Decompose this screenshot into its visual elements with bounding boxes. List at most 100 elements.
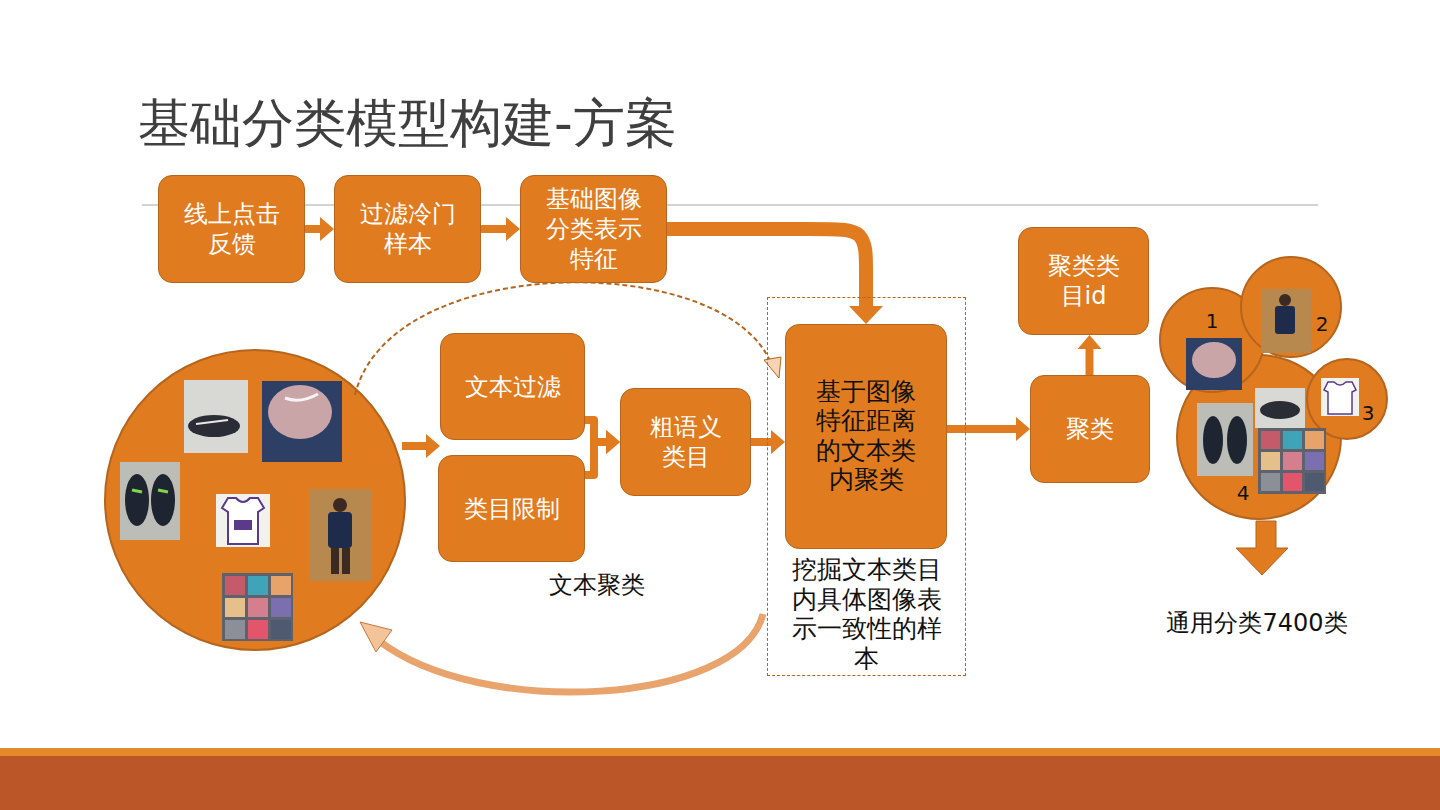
photo-tile bbox=[271, 598, 291, 617]
photo-bag bbox=[262, 381, 342, 462]
slide-title: 基础分类模型构建-方案 bbox=[138, 93, 677, 153]
photo-shoes bbox=[1203, 416, 1223, 464]
label-holder: 4 bbox=[1237, 481, 1250, 505]
node-text: 挖掘文本类目 内具体图像表 示一致性的样 本 bbox=[792, 555, 942, 675]
flow-arrow bbox=[1086, 349, 1094, 375]
process-box: 基于图像 特征距离 的文本类 内聚类 bbox=[785, 324, 947, 549]
photo-tile bbox=[1283, 452, 1302, 470]
photo-player bbox=[1261, 289, 1311, 353]
photo-player bbox=[342, 548, 350, 574]
process-box: 文本过滤 bbox=[440, 333, 585, 440]
photo-tile bbox=[1283, 431, 1302, 449]
photo-grid bbox=[225, 576, 291, 639]
node-text: 基于图像 特征距离 的文本类 内聚类 bbox=[816, 377, 916, 497]
process-box: 基础图像 分类表示 特征 bbox=[520, 175, 667, 283]
callout-number: 4 bbox=[1237, 481, 1250, 505]
title-holder: 基础分类模型构建-方案 bbox=[138, 92, 677, 154]
result-arrow bbox=[1236, 521, 1288, 575]
dashed-region: 挖掘文本类目 内具体图像表 示一致性的样 本基于图像 特征距离 的文本类 内聚类 bbox=[767, 297, 966, 676]
process-box: 聚类类 目id bbox=[1018, 227, 1149, 335]
photo-shoe bbox=[184, 380, 248, 453]
photo-shoe bbox=[188, 415, 240, 437]
label-holder: 3 bbox=[1362, 401, 1375, 425]
photo-player bbox=[1275, 306, 1295, 334]
photo-jersey bbox=[1324, 382, 1356, 414]
node-text: 基础图像 分类表示 特征 bbox=[546, 184, 642, 274]
flow-arrow bbox=[751, 438, 771, 446]
photo-tile bbox=[248, 576, 268, 595]
photo-shoes bbox=[132, 490, 168, 492]
flow-band bbox=[667, 229, 866, 306]
footer-band bbox=[0, 756, 1440, 810]
photo-bag bbox=[285, 394, 318, 400]
photo-grid bbox=[222, 573, 293, 641]
photo-shoes bbox=[151, 474, 175, 526]
photo-bag bbox=[268, 385, 332, 439]
node-text: 类目限制 bbox=[464, 494, 560, 524]
photo-jersey bbox=[222, 498, 264, 544]
node-text: 粗语义 类目 bbox=[650, 412, 722, 472]
photo-shoes bbox=[1227, 416, 1247, 464]
flow-arrow bbox=[585, 442, 606, 475]
photo-tile bbox=[225, 576, 245, 595]
callout-number: 1 bbox=[1206, 309, 1219, 333]
photo-player bbox=[328, 512, 352, 548]
photo-player bbox=[331, 548, 339, 574]
cluster-circle bbox=[1241, 257, 1341, 357]
sample-circle bbox=[105, 350, 405, 650]
flow-arrow bbox=[481, 225, 506, 233]
process-box: 线上点击 反馈 bbox=[158, 175, 305, 283]
photo-tile bbox=[271, 620, 291, 639]
photo-grid bbox=[1261, 431, 1324, 491]
label-holder: 文本聚类 bbox=[549, 569, 645, 601]
photo-tile bbox=[1261, 452, 1280, 470]
flow-arrow bbox=[305, 225, 320, 233]
photo-tile bbox=[248, 620, 268, 639]
photo-tile bbox=[1305, 431, 1324, 449]
photo-tile bbox=[225, 620, 245, 639]
photo-tile bbox=[271, 576, 291, 595]
photo-tile bbox=[248, 598, 268, 617]
process-box: 粗语义 类目 bbox=[620, 388, 751, 496]
process-box: 类目限制 bbox=[438, 455, 585, 562]
photo-shoe bbox=[1255, 388, 1305, 428]
label-holder: 2 bbox=[1316, 312, 1329, 336]
annotation: 通用分类7400类 bbox=[1166, 609, 1347, 637]
callout-number: 2 bbox=[1316, 312, 1329, 336]
input-arrowhead bbox=[426, 434, 440, 458]
photo-bag bbox=[1186, 338, 1242, 390]
photo-tile bbox=[1305, 473, 1324, 491]
photo-tile bbox=[1261, 473, 1280, 491]
photo-shoes bbox=[125, 474, 149, 526]
photo-bag bbox=[1192, 342, 1236, 378]
process-box: 过滤冷门 样本 bbox=[334, 175, 481, 283]
photo-shoe bbox=[196, 420, 228, 424]
photo-tile bbox=[1283, 473, 1302, 491]
node-text: 聚类类 目id bbox=[1048, 251, 1120, 311]
input-arrow bbox=[402, 442, 428, 450]
node-text: 线上点击 反馈 bbox=[184, 199, 280, 259]
process-box: 聚类 bbox=[1030, 375, 1150, 483]
photo-shoe bbox=[1260, 401, 1300, 419]
photo-jersey bbox=[1321, 378, 1359, 416]
return-arc bbox=[378, 614, 763, 692]
return-arrowhead bbox=[360, 622, 392, 652]
photo-tile bbox=[1261, 431, 1280, 449]
photo-player bbox=[309, 489, 371, 581]
callout-number: 3 bbox=[1362, 401, 1375, 425]
node-text: 文本过滤 bbox=[465, 372, 561, 402]
photo-tile bbox=[1305, 452, 1324, 470]
photo-player bbox=[1279, 294, 1291, 306]
photo-tile bbox=[225, 598, 245, 617]
photo-jersey bbox=[234, 520, 252, 530]
flow-arrow bbox=[947, 425, 1016, 433]
label-holder: 1 bbox=[1206, 309, 1219, 333]
photo-shoes bbox=[120, 462, 180, 540]
photo-player bbox=[333, 498, 347, 512]
photo-jersey bbox=[216, 494, 270, 547]
photo-shoes bbox=[1197, 403, 1253, 476]
cluster-circle bbox=[1307, 359, 1387, 439]
rule-line bbox=[142, 205, 1318, 206]
